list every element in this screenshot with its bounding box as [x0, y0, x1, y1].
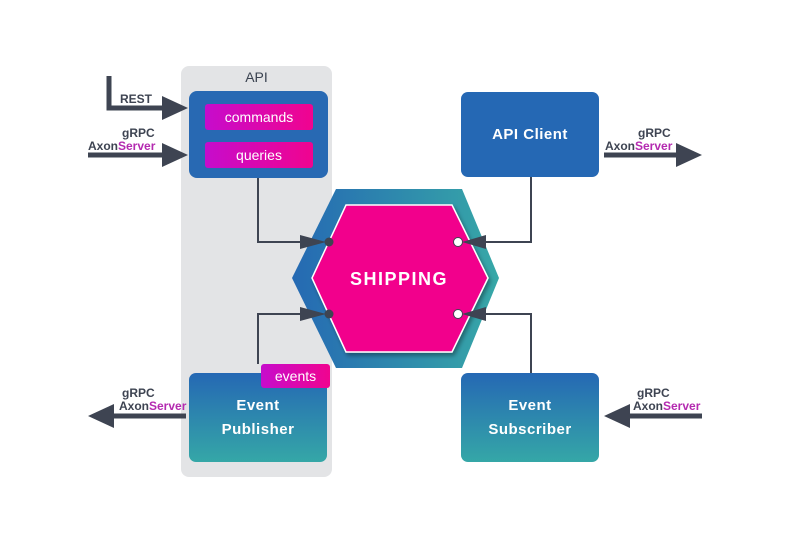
grpc-publisher-arrowhead [88, 404, 114, 428]
axon-prefix: Axon [633, 399, 663, 413]
axon-prefix: Axon [119, 399, 149, 413]
rest-arrow-line [106, 76, 170, 111]
grpc-label-client: gRPC [638, 126, 671, 140]
server-suffix: Server [149, 399, 187, 413]
arrowhead-client-to-core [462, 235, 486, 249]
events-tag[interactable]: events [261, 364, 330, 388]
connector-client-to-core [480, 177, 532, 243]
axonserver-label-client: AxonServer [605, 140, 672, 153]
grpc-in-arrowhead [162, 143, 188, 167]
grpc-subscriber-arrowhead [604, 404, 630, 428]
rest-label: REST [120, 92, 153, 106]
grpc-label-publisher: gRPC [122, 386, 155, 400]
connector-core-to-publisher [257, 313, 312, 364]
axonserver-label-in: AxonServer [88, 140, 155, 153]
server-suffix: Server [118, 139, 156, 153]
event-publisher-line1: Event [236, 396, 280, 414]
axonserver-label-publisher: AxonServer [119, 400, 186, 413]
api-client-box[interactable]: API Client [461, 92, 599, 177]
event-publisher-line2: Publisher [221, 420, 295, 438]
connector-subscriber-to-core [480, 313, 532, 373]
port-dot-api [324, 237, 334, 247]
event-subscriber-line2: Subscriber [488, 420, 572, 438]
rest-arrowhead [162, 96, 188, 120]
grpc-client-arrowhead [676, 143, 702, 167]
api-panel-title: API [245, 69, 268, 85]
arrowhead-api-to-core [300, 235, 326, 249]
event-subscriber-box[interactable]: Event Subscriber [461, 373, 599, 462]
axon-prefix: Axon [88, 139, 118, 153]
shipping-label: SHIPPING [350, 269, 448, 289]
connector-api-to-core [257, 178, 312, 243]
commands-tag[interactable]: commands [205, 104, 313, 130]
axon-prefix: Axon [605, 139, 635, 153]
grpc-label-in: gRPC [122, 126, 155, 140]
port-dot-client [453, 237, 463, 247]
event-subscriber-line1: Event [508, 396, 552, 414]
server-suffix: Server [663, 399, 701, 413]
arrowhead-subscriber-to-core [462, 307, 486, 321]
port-dot-publisher [324, 309, 334, 319]
queries-tag[interactable]: queries [205, 142, 313, 168]
arrowhead-core-to-publisher [300, 307, 326, 321]
port-dot-subscriber [453, 309, 463, 319]
shipping-hexagon[interactable] [311, 204, 489, 353]
server-suffix: Server [635, 139, 673, 153]
grpc-label-subscriber: gRPC [637, 386, 670, 400]
axonserver-label-subscriber: AxonServer [633, 400, 700, 413]
